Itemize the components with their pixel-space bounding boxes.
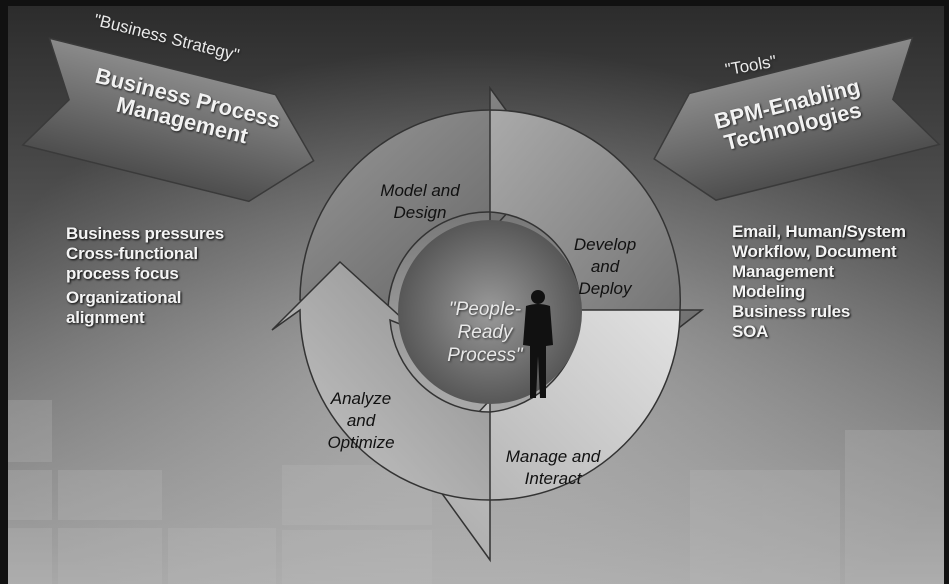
stage-model-design: Model and Design [360, 180, 480, 224]
left-list-item: alignment [66, 308, 145, 327]
left-list-item: process focus [66, 264, 179, 283]
right-list-item: Modeling [732, 282, 805, 301]
stage-analyze-line-2: and [346, 411, 376, 430]
stage-model-line-2: Design [393, 203, 447, 222]
right-list-item: Business rules [732, 302, 851, 321]
stage-manage-line-2: Interact [524, 469, 582, 488]
stage-manage-line-1: Manage and [505, 447, 601, 466]
left-banner-arrow [21, 37, 315, 203]
left-list-item: Organizational [66, 288, 182, 307]
left-list: Business pressures Cross-functional proc… [66, 224, 224, 328]
right-list-item: Email, Human/System [732, 222, 906, 241]
center-label-line-1: "People- [448, 299, 522, 320]
right-banner-arrow [653, 36, 941, 201]
stage-analyze-optimize: Analyze and Optimize [316, 388, 406, 454]
center-label: "People- Ready Process" [430, 298, 540, 367]
stage-develop-line-1: Develop [573, 235, 637, 254]
background-tiles [8, 400, 944, 584]
stage-develop-deploy: Develop and Deploy [560, 234, 650, 300]
process-cycle [271, 85, 705, 563]
right-list-item: SOA [732, 322, 769, 341]
stage-manage-interact: Manage and Interact [488, 446, 618, 490]
stage-analyze-line-3: Optimize [327, 433, 395, 452]
stage-model-line-1: Model and [380, 181, 460, 200]
stage-develop-line-2: and [590, 257, 620, 276]
center-label-line-2: Ready [457, 322, 513, 343]
center-label-line-3: Process" [447, 345, 523, 366]
right-list-item: Workflow, Document [732, 242, 897, 261]
left-list-item: Business pressures [66, 224, 224, 243]
right-list: Email, Human/System Workflow, Document M… [732, 222, 906, 342]
right-list-item: Management [732, 262, 834, 281]
person-silhouette [523, 290, 553, 398]
stage-develop-line-3: Deploy [578, 279, 632, 298]
stage-analyze-line-1: Analyze [330, 389, 392, 408]
left-list-item: Cross-functional [66, 244, 198, 263]
